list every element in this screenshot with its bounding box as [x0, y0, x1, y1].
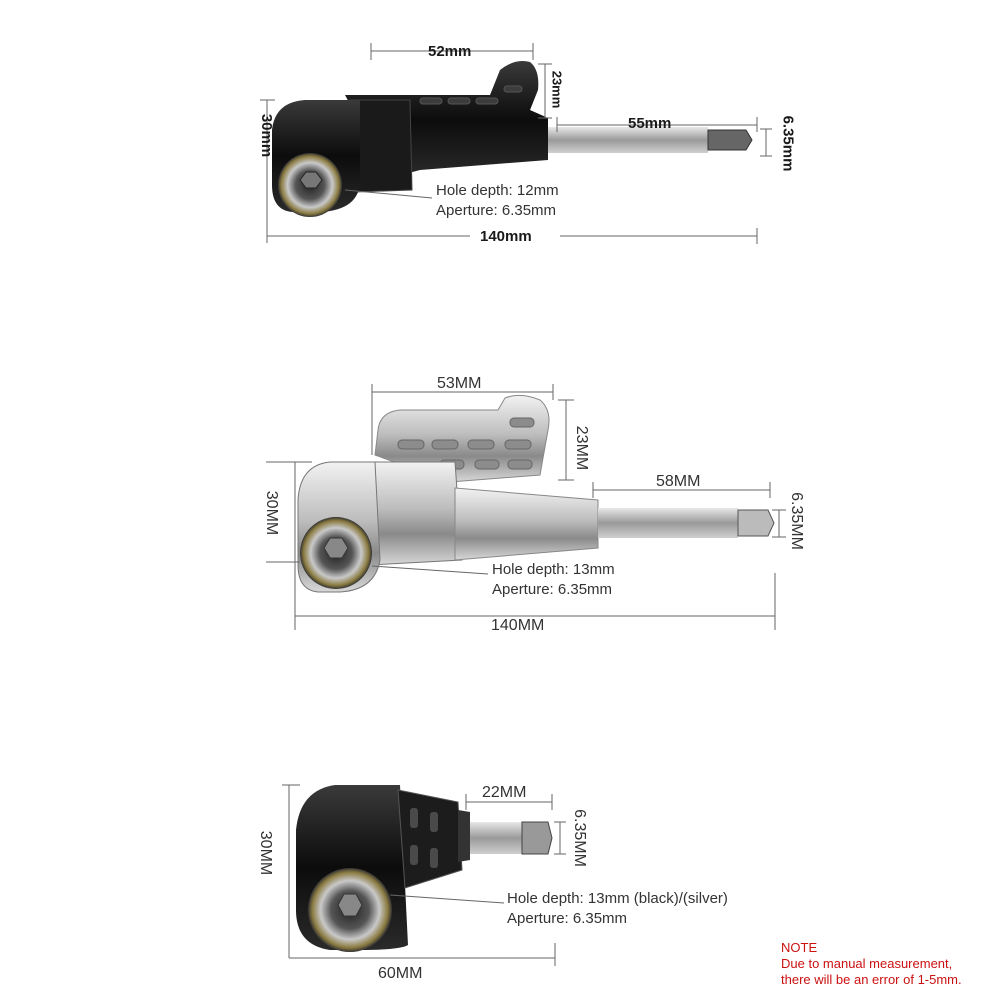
black-extended-adapter-image	[272, 61, 753, 217]
compact-shaft	[470, 822, 522, 854]
dim-total-length: 140mm	[480, 228, 532, 245]
dim-shaft-length: 22MM	[482, 784, 527, 801]
silver-dimension-lines	[266, 384, 786, 630]
aperture-label: Aperture: 6.35mm	[492, 581, 613, 598]
compact-collar	[397, 789, 463, 889]
black-shaft	[548, 127, 708, 153]
hole-depth-label: Hole depth: 13mm (black)/(silver)	[507, 890, 728, 907]
hole-depth-label: Hole depth: 13mm	[492, 561, 615, 578]
silver-shaft	[598, 508, 738, 538]
compact-dimension-lines	[282, 784, 566, 966]
aperture-label: Aperture: 6.35mm	[507, 910, 628, 927]
compact-adapter-image	[296, 785, 553, 952]
silver-extended-adapter-image	[297, 394, 775, 593]
silver-handle	[374, 394, 550, 483]
note-line-1: Due to manual measurement,	[781, 956, 953, 971]
aperture-label: Aperture: 6.35mm	[436, 202, 557, 219]
dim-hex-size: 6.35mm	[779, 115, 797, 172]
dim-hex-size: 6.35MM	[570, 809, 588, 867]
dim-head-height: 30MM	[257, 830, 275, 876]
dim-shaft-length: 55mm	[628, 115, 672, 132]
dim-shaft-length: 58MM	[656, 473, 701, 490]
dim-handle-height: 23mm	[549, 70, 565, 109]
dim-top-width: 52mm	[428, 43, 472, 60]
dim-head-height: 30mm	[258, 113, 276, 158]
dim-handle-height: 23MM	[573, 425, 591, 471]
dim-head-height: 30MM	[263, 490, 281, 536]
hole-depth-label: Hole depth: 12mm	[436, 182, 559, 199]
measurement-note: NOTE Due to manual measurement, there wi…	[781, 940, 962, 988]
black-dimension-lines	[260, 43, 772, 244]
note-title: NOTE	[781, 940, 818, 955]
dim-total-length: 140MM	[491, 617, 545, 634]
note-line-2: there will be an error of 1-5mm.	[781, 972, 962, 987]
dim-hex-size: 6.35MM	[787, 492, 805, 550]
dim-top-width: 53MM	[437, 375, 482, 392]
handle-slots	[419, 85, 523, 105]
dim-total-length: 60MM	[378, 965, 423, 982]
